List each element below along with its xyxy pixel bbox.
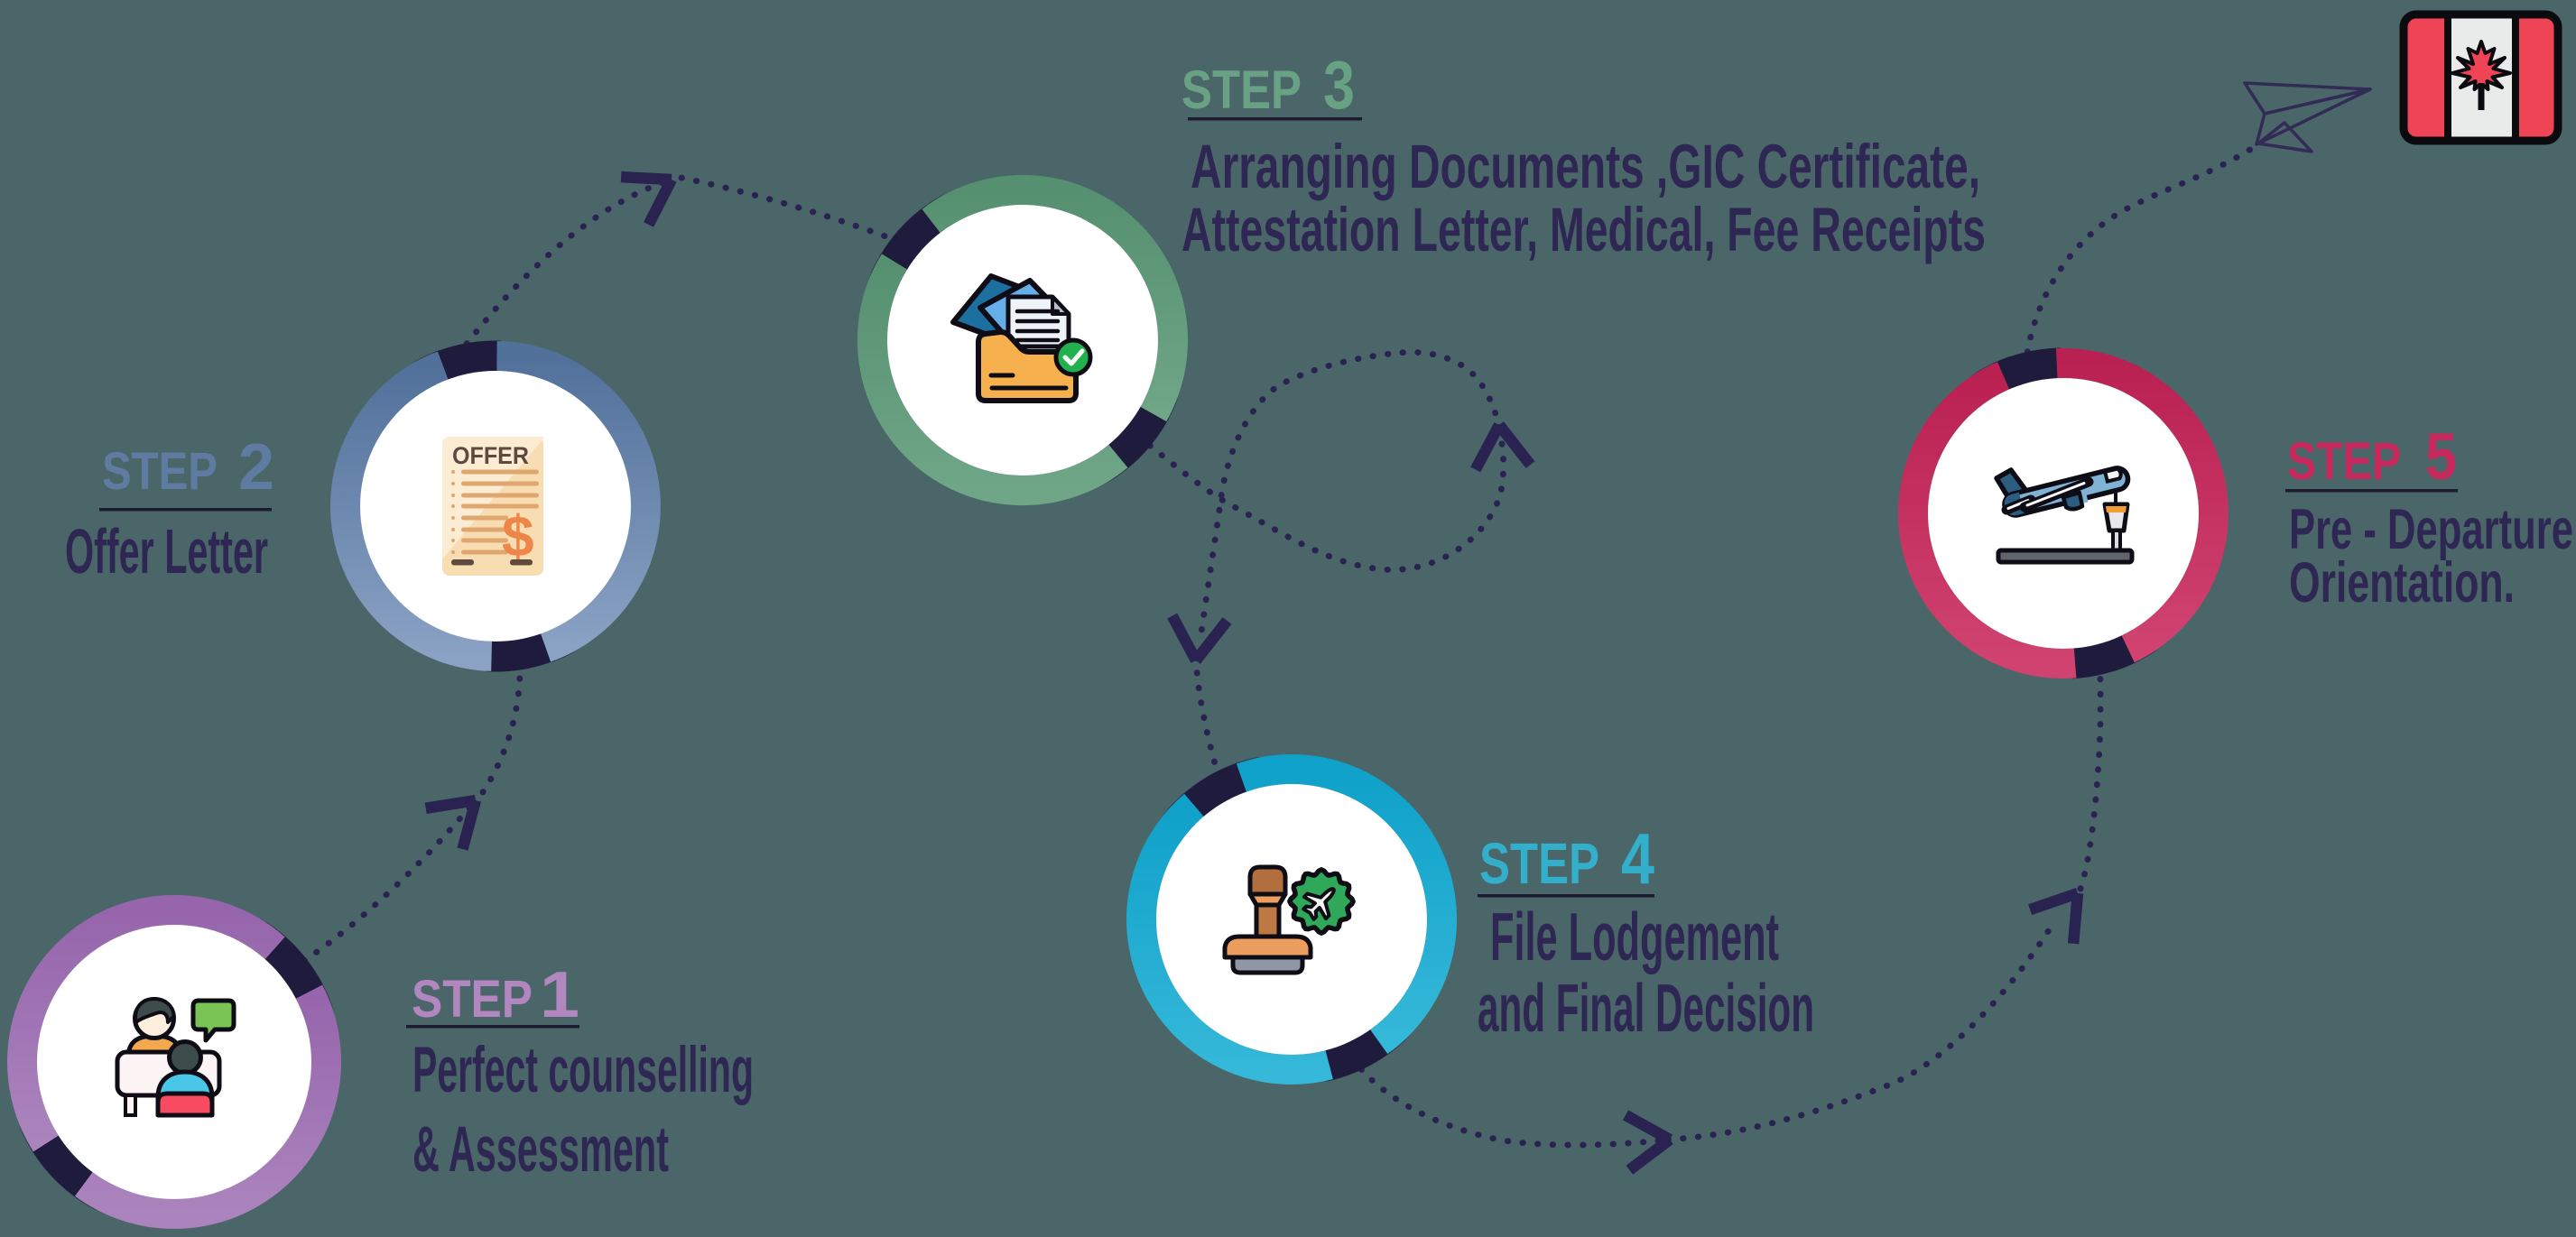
svg-text:Offer Letter: Offer Letter	[65, 516, 268, 586]
svg-text:STEP: STEP	[102, 442, 218, 501]
svg-text:2: 2	[238, 431, 274, 503]
svg-text:1: 1	[540, 959, 579, 1031]
svg-text:STEP: STEP	[1479, 831, 1599, 896]
svg-text:Pre - Departure: Pre - Departure	[2289, 498, 2573, 561]
svg-text:OFFER: OFFER	[452, 442, 529, 469]
svg-text:STEP: STEP	[2287, 432, 2401, 491]
svg-text:Arranging Documents ,GIC Certi: Arranging Documents ,GIC Certificate,	[1191, 132, 1980, 201]
svg-text:& Assessment: & Assessment	[412, 1114, 669, 1186]
svg-text:3: 3	[1323, 47, 1355, 123]
svg-text:File Lodgement: File Lodgement	[1490, 899, 1779, 974]
svg-text:Perfect counselling: Perfect counselling	[412, 1035, 754, 1106]
svg-text:4: 4	[1621, 818, 1654, 899]
svg-text:STEP: STEP	[1181, 60, 1302, 120]
svg-text:Attestation Letter, Medical, F: Attestation Letter, Medical, Fee Receipt…	[1181, 195, 1986, 264]
svg-text:$: $	[502, 503, 534, 568]
svg-text:STEP: STEP	[412, 970, 533, 1029]
svg-text:5: 5	[2425, 420, 2457, 494]
svg-text:and Final Decision: and Final Decision	[1478, 970, 1814, 1046]
svg-text:Orientation.: Orientation.	[2289, 551, 2515, 614]
